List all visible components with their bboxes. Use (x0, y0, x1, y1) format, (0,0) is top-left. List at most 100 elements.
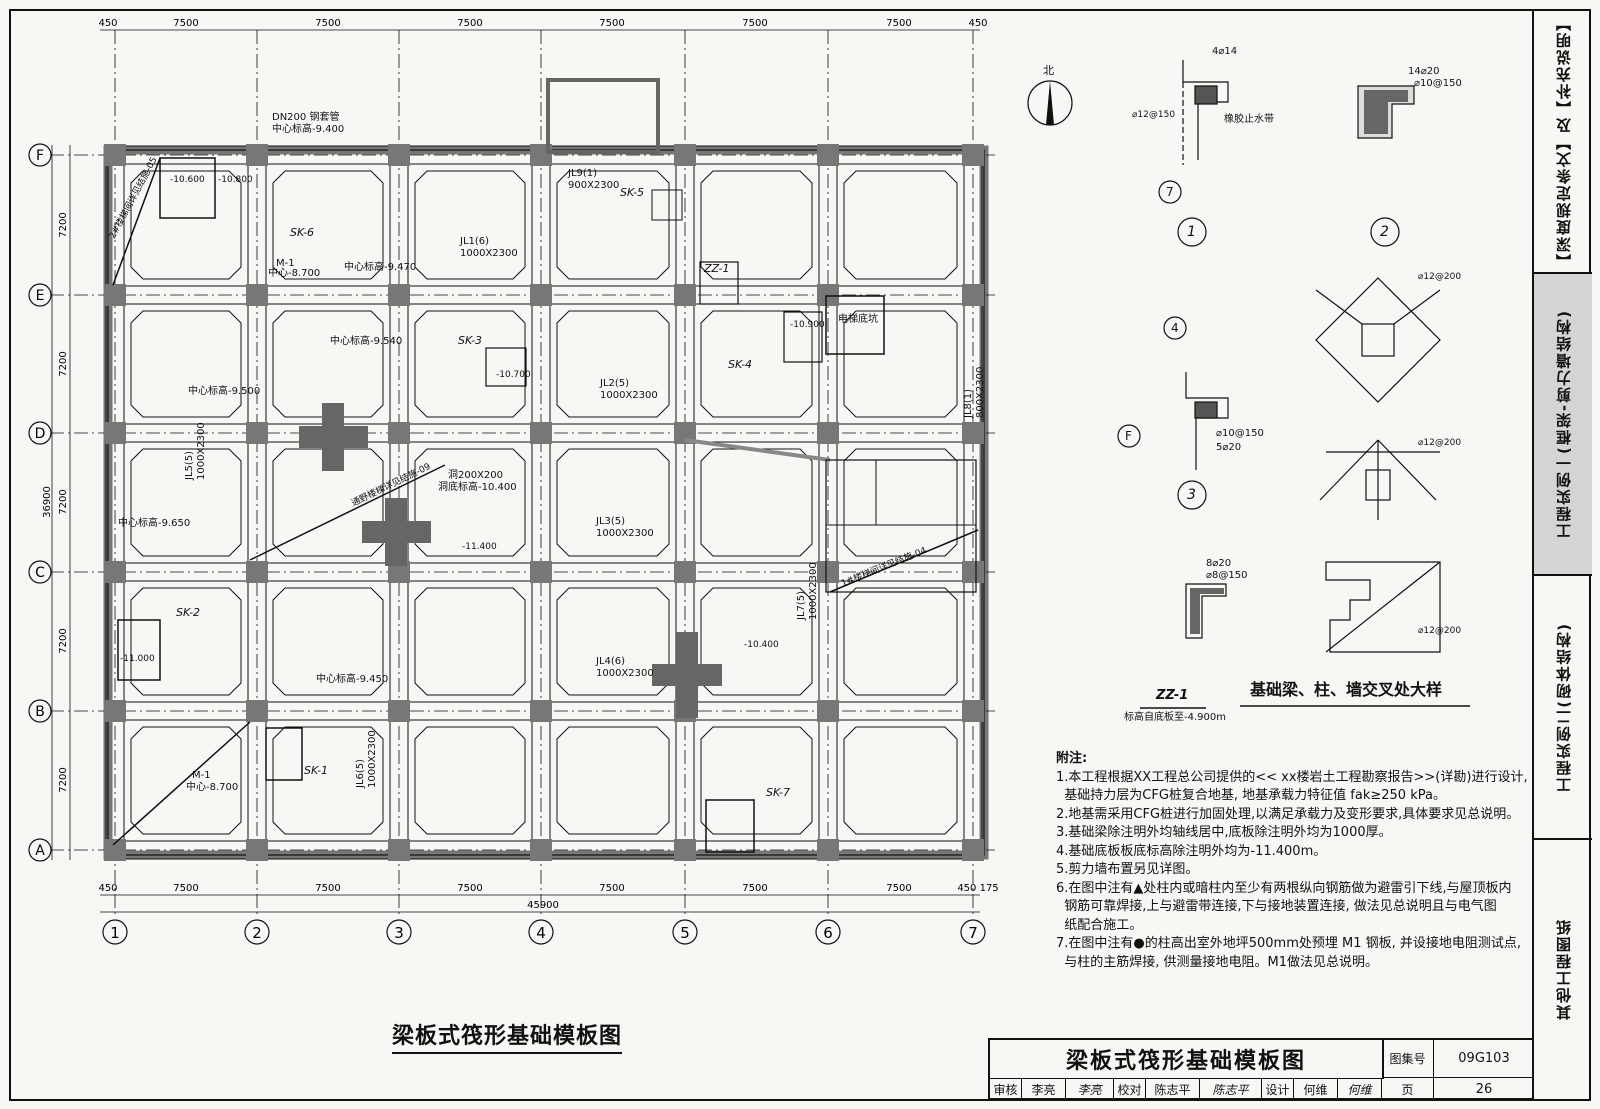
column-2-4 (246, 561, 268, 583)
column-2-6 (246, 839, 268, 861)
column-4-6 (530, 839, 552, 861)
reviewer-signature: 李亮 (1066, 1078, 1114, 1100)
top-dim-6: 7500 (742, 18, 767, 29)
slab-panel-6-5 (843, 726, 958, 835)
slab-panel-3-4 (414, 587, 526, 696)
bottom-dim-6: 7500 (742, 883, 767, 894)
beam-bands (105, 145, 983, 860)
chapter-tab-4[interactable]: 其他工程图纸 (1534, 840, 1592, 1098)
note-line: 基础持力层为CFG桩复合地基, 地基承载力特征值 fak≥250 kPa。 (1056, 788, 1446, 803)
column-1-5 (104, 700, 126, 722)
slab-panel-4-1 (556, 170, 670, 280)
elev-10400: -10.400 (744, 640, 779, 650)
title-block-title: 梁板式筏形基础模板图 (990, 1040, 1384, 1079)
zz-rebar: 8⌀20 (1206, 558, 1232, 569)
pipe-elev-6: 中心标高-9.450 (316, 674, 389, 685)
pipe-elev-2: 中心标高-9.470 (344, 262, 417, 273)
x-rebar-1: ⌀12@200 (1418, 272, 1462, 282)
axis-bubble-row-1 (28, 143, 52, 167)
stair-well-1 (825, 459, 977, 593)
bottom-dim-8: 450 175 (957, 883, 998, 894)
note-line: 1.本工程根据XX工程总公司提供的<< xx楼岩土工程勘察报告>>(详勘)进行设… (1056, 769, 1528, 785)
axis-label-row-2: E (36, 288, 45, 304)
column-1-4 (104, 561, 126, 583)
pit-sk4 (783, 311, 823, 363)
pit-sk2 (117, 619, 161, 681)
stair-core-wall (546, 78, 660, 154)
beam-tag-size: 1000X2300 (460, 248, 518, 259)
cross-column-1 (299, 403, 368, 471)
axis-label-col-7: 7 (968, 924, 978, 942)
sk7-label: SK-7 (766, 786, 791, 799)
slab-panel-5-4 (700, 587, 813, 696)
detail-cross (1315, 277, 1441, 653)
axis-bubble-col-7 (960, 919, 986, 945)
column-2-2 (246, 284, 268, 306)
beam-tag: JL3(5)1000X2300 (596, 516, 654, 540)
slab-panel-3-5 (414, 726, 526, 835)
top-dim-3: 7500 (315, 18, 340, 29)
chapter-tab-3[interactable]: 工程实例二(砌体结构) (1534, 576, 1592, 840)
column-6-6 (817, 839, 839, 861)
slab-panel-1-3 (130, 448, 242, 557)
chapter-tab-2[interactable]: 工程实例一(框架-剪力墙结构) (1534, 274, 1592, 576)
checker-signature: 陈志平 (1200, 1078, 1262, 1100)
beam-tag: JL8(1)800X2300 (963, 367, 987, 418)
slab-panel-2-4 (272, 587, 384, 696)
note-line: 纸配合施工。 (1056, 917, 1143, 933)
beam-tag: JL6(5)1000X2300 (355, 730, 379, 788)
column-4-2 (530, 284, 552, 306)
stair-diagonal-3 (829, 529, 979, 593)
slab-panel-5-5 (700, 726, 813, 835)
note-line: 4.基础底板板底标高除注明外均为-11.400m。 (1056, 843, 1327, 859)
beam-tag-size: 1000X2300 (600, 390, 658, 401)
detail-caption: 基础梁、柱、墙交叉处大样 (1250, 680, 1443, 699)
note-line: 3.基础梁除注明外均轴线居中,底板除注明外均为1000厚。 (1056, 825, 1392, 840)
beam-tag-name: JL1(6) (460, 236, 490, 247)
beam-tag-name: JL3(5) (596, 516, 626, 527)
cross-column-3 (652, 632, 722, 718)
note-line: 5.剪力墙布置另见详图。 (1056, 862, 1199, 877)
detail-zz1 (1185, 583, 1227, 639)
beam-tag-size: 1000X2300 (808, 562, 819, 620)
column-2-3 (246, 422, 268, 444)
chapter-tab-1[interactable]: 【深度规定条文】及【补充说明】 (1534, 10, 1592, 274)
pipe-elev-4: 中心标高-9.500 (188, 386, 261, 397)
beam-tag: JL2(5)1000X2300 (600, 378, 658, 402)
note-line: 钢筋可靠焊接,上与避雷带连接,下与接地装置连接, 做法见总说明且与电气图 (1056, 899, 1497, 914)
bottom-dim-7: 7500 (886, 883, 911, 894)
detail-2 (1357, 85, 1415, 247)
detail-1 (1158, 60, 1229, 247)
left-dim-3: 7200 (58, 489, 69, 514)
outer-wall (103, 145, 989, 860)
column-6-3 (817, 422, 839, 444)
beam-tag: JL7(5)1000X2300 (796, 562, 820, 620)
column-6-1 (817, 144, 839, 166)
column-7-2 (962, 284, 984, 306)
pipe-elev-5: 中心标高-9.650 (118, 518, 191, 529)
designer-signature: 何维 (1338, 1078, 1382, 1100)
axis-bubble-col-1 (102, 919, 128, 945)
elev-11000: -11.000 (120, 654, 155, 664)
beam-tag-name: JL9(1) (568, 168, 598, 179)
d3-stirrup: ⌀10@150 (1216, 428, 1264, 439)
left-dim-1: 7200 (58, 212, 69, 237)
notes-heading: 附注: (1056, 751, 1088, 766)
slab-panel-2-5 (272, 726, 384, 835)
m1-label-2: M-1 (192, 770, 211, 781)
note-line: 6.在图中注有▲处柱内或暗柱内至少有两根纵向钢筋做为避雷引下线,与屋顶板内 (1056, 880, 1512, 896)
check-label: 校对 (1114, 1078, 1146, 1100)
column-4-4 (530, 561, 552, 583)
column-7-6 (962, 839, 984, 861)
zz-note: 标高自底板至-4.900m (1124, 712, 1226, 723)
left-dim-4: 7200 (58, 628, 69, 653)
axis-bubble-col-3 (386, 919, 412, 945)
slab-panel-2-2 (272, 310, 384, 418)
column-4-5 (530, 700, 552, 722)
d1-band: 橡胶止水带 (1224, 114, 1274, 125)
slab-panel-4-5 (556, 726, 670, 835)
x-rebar-2: ⌀12@200 (1418, 438, 1462, 448)
beam-tag-name: JL5(5) (184, 450, 195, 480)
d2-rebar: 14⌀20 (1408, 66, 1440, 77)
beam-tag-size: 1000X2300 (596, 528, 654, 539)
